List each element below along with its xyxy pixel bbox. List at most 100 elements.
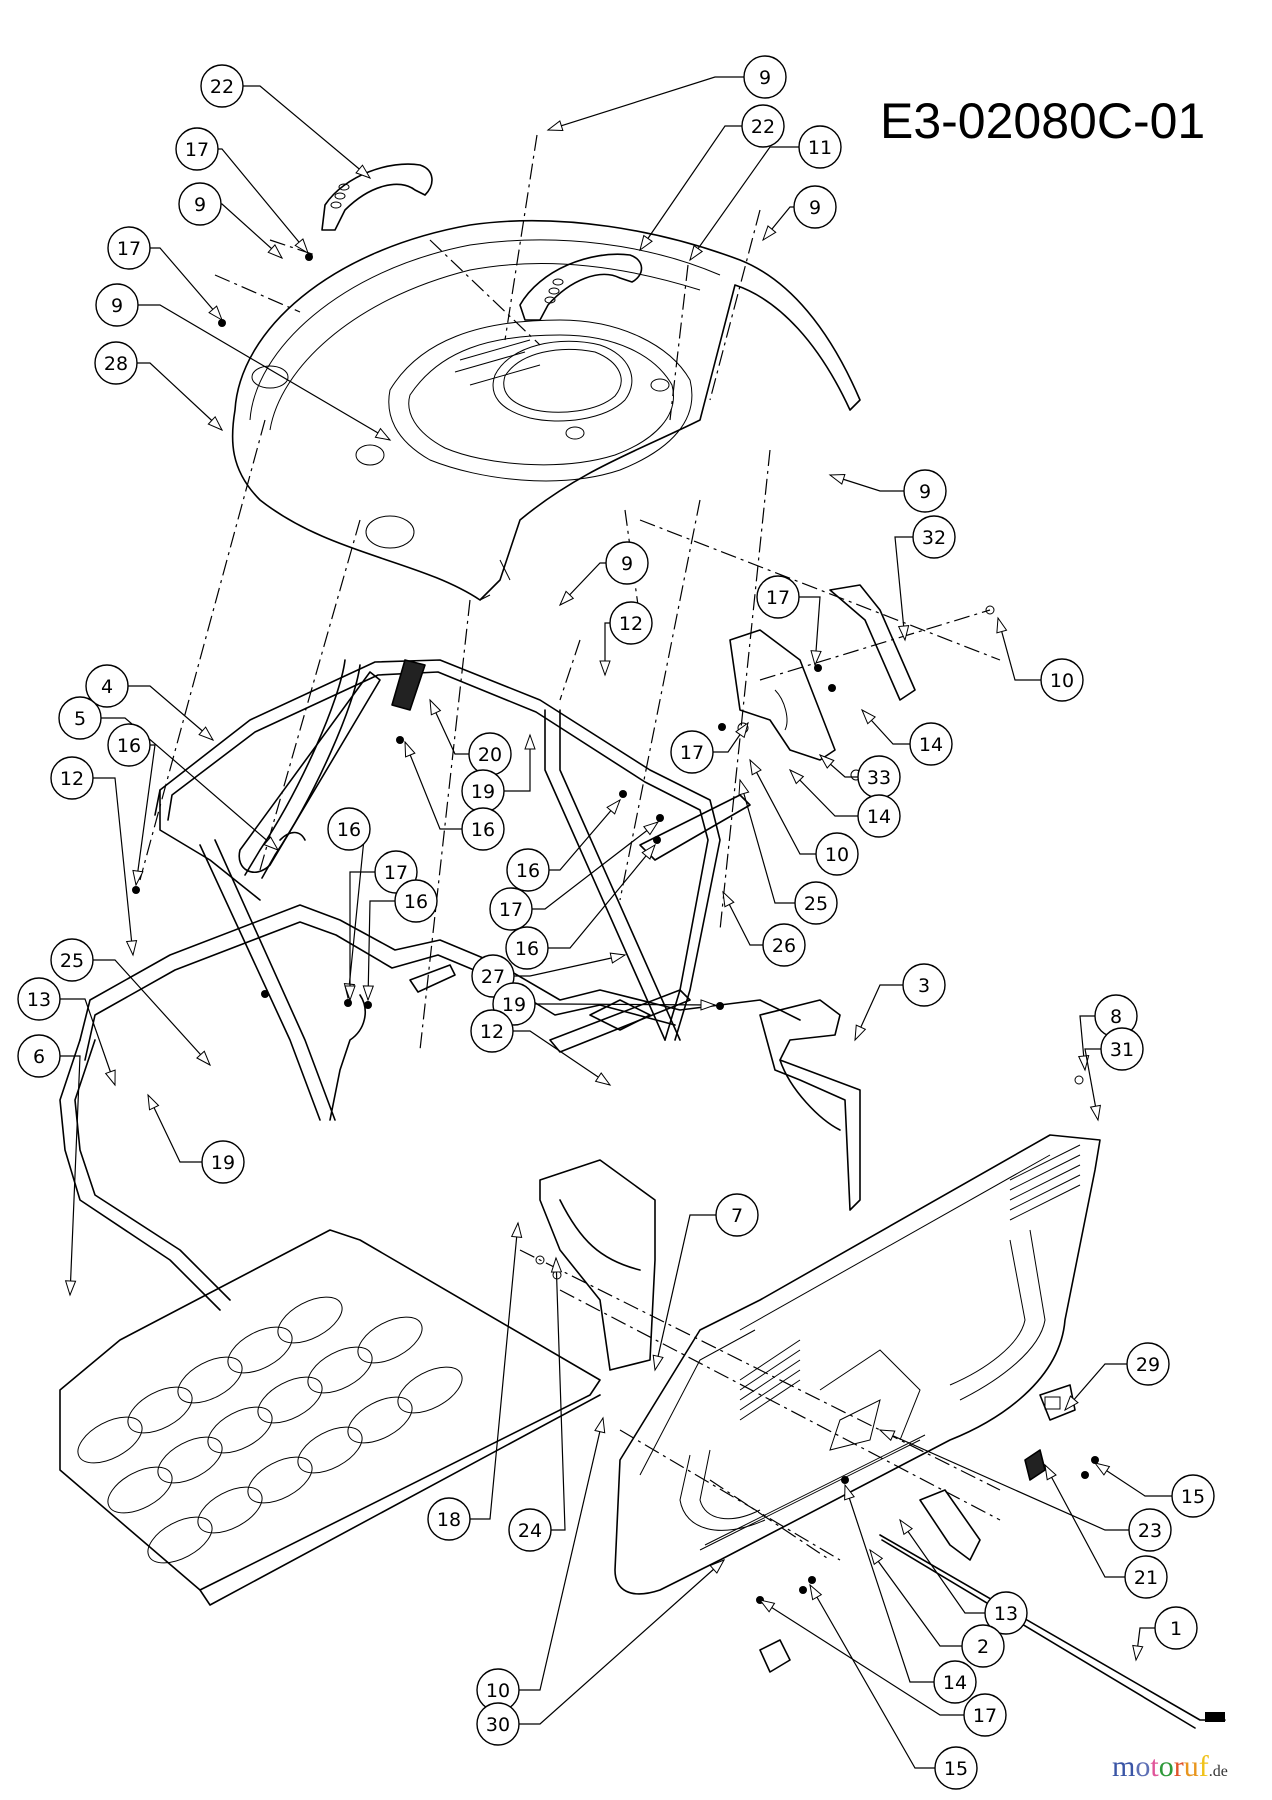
- callout-28[interactable]: 28: [94, 341, 224, 432]
- callout-19[interactable]: 19: [147, 1093, 245, 1184]
- callout-10[interactable]: 10: [476, 1416, 606, 1712]
- callout-number: 3: [918, 975, 930, 997]
- callout-leader-line: [514, 954, 626, 977]
- callout-17[interactable]: 17: [107, 226, 223, 322]
- callout-3[interactable]: 3: [854, 963, 946, 1042]
- callout-16[interactable]: 16: [404, 740, 505, 851]
- callout-17[interactable]: 17: [175, 127, 309, 255]
- callout-16[interactable]: 16: [506, 798, 621, 892]
- callout-17[interactable]: 17: [756, 575, 822, 667]
- callout-9[interactable]: 9: [95, 283, 392, 441]
- callout-20[interactable]: 20: [429, 698, 512, 776]
- callout-11[interactable]: 11: [689, 125, 842, 262]
- callout-25[interactable]: 25: [50, 938, 211, 1067]
- callout-10[interactable]: 10: [749, 758, 859, 876]
- callout-4[interactable]: 4: [85, 664, 215, 741]
- callout-17[interactable]: 17: [489, 821, 660, 931]
- callout-9[interactable]: 9: [546, 55, 787, 132]
- callout-leader-line: [137, 362, 223, 431]
- callout-30[interactable]: 30: [476, 1559, 726, 1746]
- callout-arrowhead: [147, 1093, 160, 1111]
- callout-14[interactable]: 14: [788, 768, 901, 838]
- callout-12[interactable]: 12: [470, 1009, 612, 1086]
- callout-17[interactable]: 17: [670, 721, 749, 774]
- callout-number: 8: [1110, 1006, 1122, 1028]
- callout-31[interactable]: 31: [1084, 1027, 1144, 1122]
- callout-15[interactable]: 15: [1093, 1462, 1215, 1518]
- callout-16[interactable]: 16: [362, 879, 438, 1002]
- callout-number: 16: [516, 860, 540, 882]
- callout-bubble: [201, 1140, 245, 1184]
- callout-arrowhead: [606, 798, 621, 815]
- callout-12[interactable]: 12: [599, 601, 653, 677]
- callout-bubble: [1128, 1508, 1172, 1552]
- callout-bubble: [1124, 1555, 1168, 1599]
- callout-number: 7: [731, 1205, 743, 1227]
- callout-8[interactable]: 8: [1077, 994, 1138, 1072]
- callout-bubble: [1154, 1606, 1198, 1650]
- logo-suffix: .de: [1208, 1763, 1228, 1780]
- callout-16[interactable]: 16: [327, 807, 371, 1000]
- callout-16[interactable]: 16: [505, 843, 656, 970]
- callout-leader-line: [749, 759, 816, 855]
- callout-arrowhead: [1132, 1644, 1144, 1662]
- callout-arrowhead: [689, 244, 704, 262]
- callout-19[interactable]: 19: [461, 733, 536, 813]
- callout-22[interactable]: 22: [639, 104, 785, 252]
- callout-7[interactable]: 7: [652, 1193, 759, 1372]
- callout-17[interactable]: 17: [758, 1599, 1007, 1737]
- callout-bubble: [815, 832, 859, 876]
- callout-bubble: [50, 938, 94, 982]
- callout-arrowhead: [860, 708, 876, 725]
- callout-9[interactable]: 9: [178, 182, 284, 259]
- callout-26[interactable]: 26: [722, 890, 806, 967]
- callout-number: 5: [74, 708, 86, 730]
- callout-arrowhead: [404, 740, 416, 758]
- callout-arrowhead: [208, 305, 223, 322]
- callout-9[interactable]: 9: [558, 541, 649, 607]
- callout-arrowhead: [594, 1072, 612, 1086]
- callout-9[interactable]: 9: [762, 185, 837, 242]
- callout-arrowhead: [344, 985, 356, 1002]
- callout-leader-line: [1079, 1015, 1095, 1071]
- callout-29[interactable]: 29: [1064, 1342, 1170, 1412]
- callout-number: 25: [804, 893, 828, 915]
- callout-13[interactable]: 13: [17, 977, 116, 1087]
- callout-5[interactable]: 5: [58, 696, 280, 851]
- callout-23[interactable]: 23: [878, 1429, 1172, 1552]
- callout-number: 12: [480, 1021, 504, 1043]
- callout-6[interactable]: 6: [17, 1034, 81, 1297]
- motoruf-logo[interactable]: motoruf.de: [1112, 1752, 1228, 1782]
- callout-9[interactable]: 9: [828, 469, 947, 513]
- callout-leader-line: [722, 891, 763, 946]
- callout-21[interactable]: 21: [1044, 1463, 1168, 1599]
- callout-bubble: [963, 1693, 1007, 1737]
- callout-bubble: [933, 1660, 977, 1704]
- callout-leader-line: [218, 148, 309, 254]
- callout-22[interactable]: 22: [200, 64, 372, 179]
- callout-bubble: [912, 515, 956, 559]
- callout-14[interactable]: 14: [844, 1483, 977, 1704]
- callout-bubble: [17, 977, 61, 1021]
- callout-18[interactable]: 18: [427, 1221, 523, 1541]
- callout-24[interactable]: 24: [508, 1256, 566, 1552]
- callout-14[interactable]: 14: [860, 708, 953, 766]
- callout-number: 19: [502, 994, 526, 1016]
- callout-1[interactable]: 1: [1132, 1606, 1198, 1662]
- callout-number: 16: [337, 819, 361, 841]
- callout-arrowhead: [844, 1483, 855, 1501]
- callout-32[interactable]: 32: [894, 515, 956, 642]
- callout-leader-line: [899, 1519, 985, 1614]
- callout-12[interactable]: 12: [50, 756, 138, 957]
- callout-15[interactable]: 15: [809, 1583, 978, 1790]
- callout-2[interactable]: 2: [869, 1548, 1005, 1668]
- callout-16[interactable]: 16: [107, 723, 156, 887]
- footboard-tread-pattern: [77, 1296, 463, 1564]
- callout-10[interactable]: 10: [996, 616, 1084, 702]
- callout-arrowhead: [594, 1416, 606, 1434]
- logo-letter: o: [1135, 1750, 1151, 1783]
- callout-33[interactable]: 33: [818, 754, 901, 799]
- callout-25[interactable]: 25: [738, 778, 838, 925]
- callout-13[interactable]: 13: [899, 1518, 1028, 1635]
